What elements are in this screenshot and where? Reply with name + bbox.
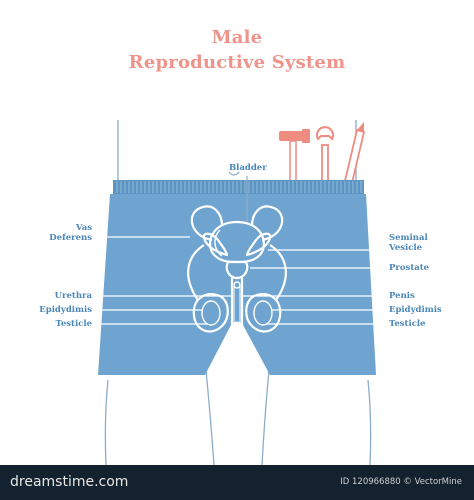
- label-vas-1: Vas: [75, 223, 92, 233]
- label-testicle-right: Testicle: [389, 319, 426, 329]
- penis-shape: [230, 278, 244, 339]
- label-vas-2: Deferens: [49, 233, 92, 243]
- label-seminal-2: Vesicle: [389, 243, 423, 253]
- anatomy: [187, 205, 287, 339]
- footer-logo[interactable]: dreamstime.com: [10, 474, 129, 490]
- prostate-shape: [225, 260, 249, 280]
- testicle-left-shape: [192, 293, 229, 333]
- footer-bar: dreamstime.com ID 120966880 © VectorMine: [0, 465, 474, 500]
- shorts: [98, 180, 376, 375]
- label-epididymis-right: Epidydimis: [389, 305, 442, 315]
- label-penis: Penis: [389, 291, 415, 301]
- hammer-icon: [279, 129, 310, 182]
- label-epididymis-left: Epidydimis: [39, 305, 92, 315]
- label-urethra: Urethra: [54, 291, 92, 301]
- leader-lines: [96, 176, 384, 325]
- label-seminal-1: Seminal: [389, 233, 428, 243]
- title-line-1: Male: [211, 27, 263, 48]
- pencil-icon: [343, 122, 366, 185]
- label-prostate: Prostate: [389, 263, 430, 273]
- testicle-right-shape: [245, 293, 282, 333]
- title-line-2: Reproductive System: [128, 52, 346, 73]
- label-bladder: Bladder: [229, 163, 267, 173]
- label-testicle-left: Testicle: [55, 319, 92, 329]
- waistband-ribs: [116, 181, 362, 193]
- footer-image-id: ID 120966880 © VectorMine: [340, 477, 462, 487]
- wrench-icon: [316, 126, 334, 182]
